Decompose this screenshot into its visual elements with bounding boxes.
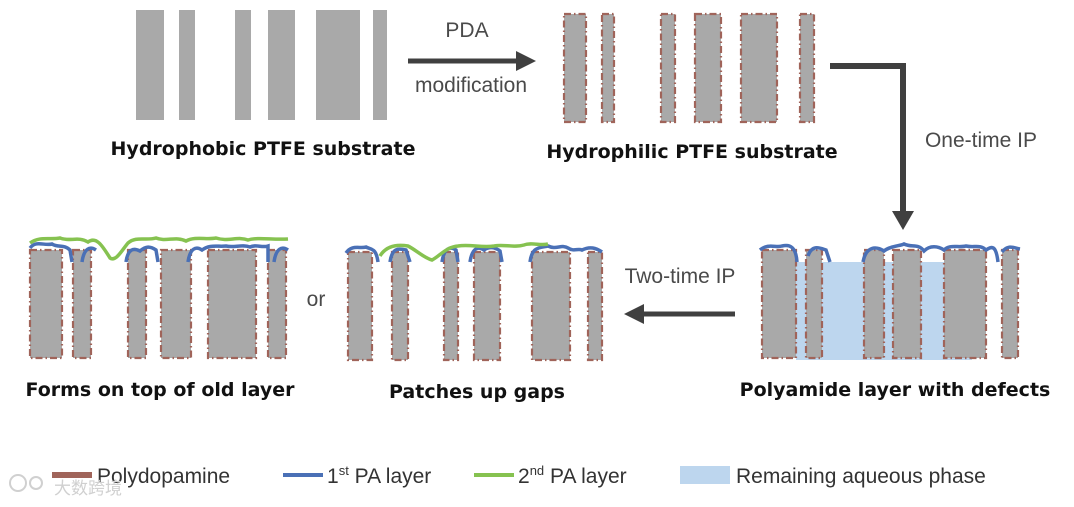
- hydrophilic-substrate: [562, 12, 816, 124]
- pda-coated-fiber: [659, 12, 677, 124]
- pda-coated-fiber: [530, 250, 572, 362]
- substrate-fiber: [316, 10, 360, 120]
- pda-coated-fiber: [472, 250, 502, 362]
- pda-coated-fiber: [126, 248, 148, 360]
- pda-coated-fiber: [390, 250, 410, 362]
- substrate-fiber: [373, 10, 387, 120]
- one-time-ip-arrow: [830, 63, 914, 230]
- two-time-ip-label: Two-time IP: [625, 265, 736, 288]
- label-patches-gaps: Patches up gaps: [389, 381, 565, 403]
- pda-coated-fiber: [586, 250, 604, 362]
- polyamide-defect-substrate: [760, 248, 1020, 360]
- pda-label: PDA: [445, 19, 488, 42]
- pa2-layer: [28, 236, 289, 261]
- pda-coated-fiber: [206, 248, 258, 360]
- pda-coated-fiber: [159, 248, 193, 360]
- label-hydrophobic: Hydrophobic PTFE substrate: [111, 138, 416, 160]
- pda-coated-fiber: [442, 250, 460, 362]
- result-patches-substrate: [346, 250, 604, 362]
- legend-pa1: 1st PA layer: [327, 463, 431, 488]
- pda-coated-fiber: [600, 12, 616, 124]
- pda-coated-fiber: [562, 12, 588, 124]
- arrow-head: [892, 211, 914, 230]
- pda-coated-fiber: [266, 248, 288, 360]
- arrow-line: [830, 63, 906, 214]
- legend-swatch-aqueous: [680, 466, 730, 484]
- legend: Polydopamine 1st PA layer 2nd PA layer R…: [52, 463, 986, 488]
- pda-coated-fiber: [739, 12, 779, 124]
- or-label: or: [307, 288, 326, 311]
- pda-coated-fiber: [693, 12, 723, 124]
- watermark-text: 大数跨境: [54, 479, 122, 499]
- substrate-fiber: [235, 10, 251, 120]
- pda-coated-fiber: [942, 248, 988, 360]
- pda-coated-fiber: [891, 248, 923, 360]
- modification-label: modification: [415, 74, 527, 97]
- substrate-fiber: [179, 10, 195, 120]
- label-forms-on-top: Forms on top of old layer: [25, 379, 295, 401]
- pda-coated-fiber: [798, 12, 816, 124]
- pda-coated-fiber: [1000, 248, 1020, 360]
- hydrophobic-substrate: [136, 10, 387, 120]
- legend-polydopamine: Polydopamine: [97, 465, 230, 488]
- pda-coated-fiber: [28, 248, 64, 360]
- pda-coated-fiber: [346, 250, 374, 362]
- pa2-layer: [378, 242, 549, 262]
- legend-pa2: 2nd PA layer: [518, 463, 627, 488]
- label-polyamide-defects: Polyamide layer with defects: [740, 379, 1051, 401]
- pda-coated-fiber: [862, 248, 886, 360]
- watermark-logo-icon: [29, 476, 43, 490]
- pda-coated-fiber: [71, 248, 93, 360]
- pa1-layer: [28, 241, 289, 263]
- watermark-logo-icon: [9, 474, 27, 492]
- result-on-top-substrate: [28, 248, 288, 360]
- substrate-fiber: [136, 10, 164, 120]
- pda-arrow: [408, 51, 536, 71]
- pa1-layer: [758, 242, 1021, 263]
- one-time-ip-label: One-time IP: [925, 129, 1037, 152]
- arrow-head: [624, 304, 644, 324]
- two-time-ip-arrow: [624, 304, 735, 324]
- watermark: 大数跨境: [9, 474, 122, 499]
- pda-coated-fiber: [804, 248, 824, 360]
- arrow-head: [516, 51, 536, 71]
- legend-aqueous: Remaining aqueous phase: [736, 465, 986, 488]
- substrate-fiber: [268, 10, 295, 120]
- pda-coated-fiber: [760, 248, 798, 360]
- label-hydrophilic: Hydrophilic PTFE substrate: [546, 141, 837, 163]
